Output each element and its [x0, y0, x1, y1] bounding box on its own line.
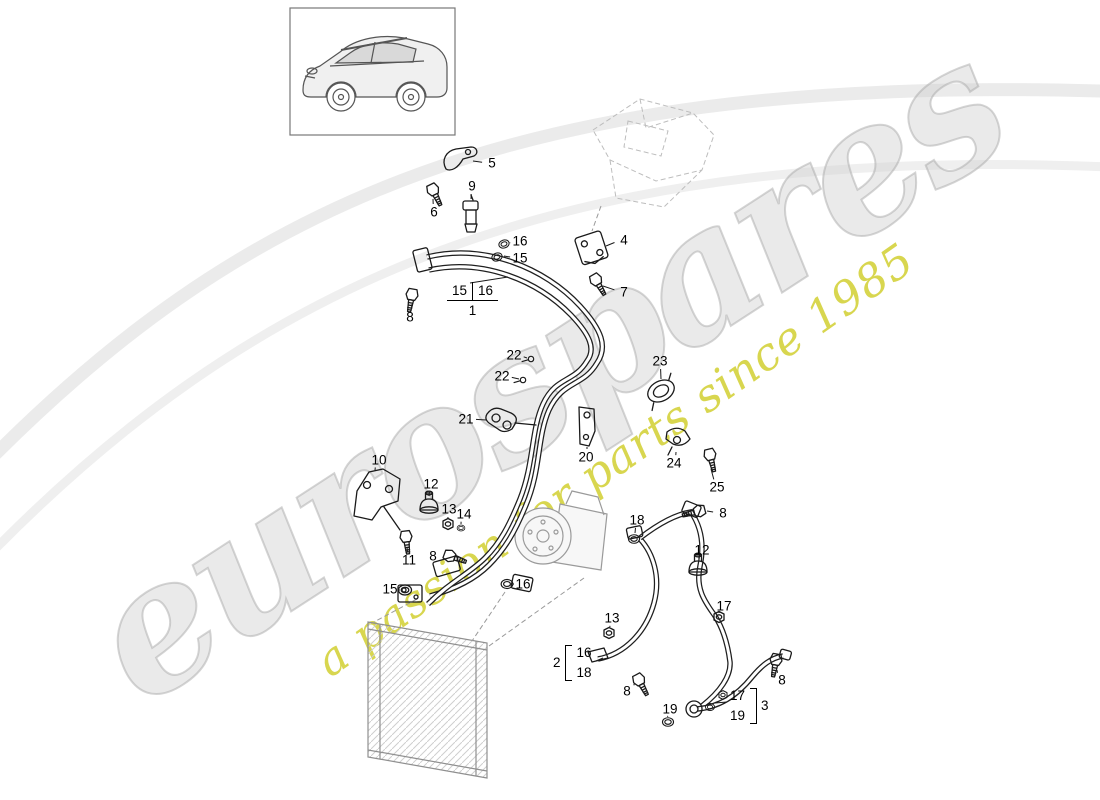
part-24-clamp [665, 427, 691, 456]
part-group-1-cells: 15 16 [447, 282, 499, 302]
part-label-8[interactable]: 8 [719, 505, 727, 521]
part-label-4[interactable]: 4 [620, 232, 628, 248]
nut-13-icon [442, 517, 454, 531]
vehicle-thumbnail[interactable] [289, 7, 456, 136]
part-group-3-cells: 17 19 [727, 686, 748, 726]
part-label-13[interactable]: 13 [441, 501, 457, 517]
line-2-outer [598, 539, 657, 659]
part-label-12[interactable]: 12 [423, 476, 439, 492]
nut-17-icon [718, 690, 728, 700]
part-label-8[interactable]: 8 [406, 309, 414, 325]
swoosh-curve [0, 159, 1100, 551]
leader-line [776, 669, 778, 673]
part-20-bracket [578, 406, 596, 447]
part-label-15[interactable]: 15 [452, 283, 468, 298]
part-5-clamp [443, 146, 478, 171]
part-label-22[interactable]: 22 [494, 368, 510, 384]
part-9-valve [462, 194, 479, 233]
compressor [514, 490, 608, 571]
part-label-25[interactable]: 25 [709, 479, 725, 495]
leader-line [602, 285, 615, 291]
part-4-bracket [574, 230, 609, 266]
part-10-bracket [353, 468, 401, 531]
part-label-5[interactable]: 5 [488, 155, 496, 171]
bolt-8-icon [441, 547, 469, 569]
part-label-18[interactable]: 18 [629, 512, 645, 528]
reference-dashes [373, 205, 602, 647]
part-label-20[interactable]: 20 [578, 449, 594, 465]
part-label-17[interactable]: 17 [716, 598, 732, 614]
screw-22-icon [513, 374, 528, 389]
part-group-1[interactable]: 15 16 1 [447, 282, 499, 319]
part-label-12[interactable]: 12 [694, 542, 710, 558]
part-label-7[interactable]: 7 [620, 284, 628, 300]
part-label-19[interactable]: 19 [730, 708, 746, 724]
line-2-inner [596, 537, 659, 661]
part-label-17[interactable]: 17 [730, 688, 746, 703]
part-label-10[interactable]: 10 [371, 452, 387, 468]
part-label-24[interactable]: 24 [666, 455, 682, 471]
oring-19-icon [661, 717, 675, 727]
part-label-19[interactable]: 19 [662, 701, 678, 717]
part-label-11[interactable]: 11 [401, 552, 417, 568]
part-label-1[interactable]: 1 [468, 303, 477, 319]
oring-16-icon [497, 238, 511, 250]
part-group-2-cells: 16 18 [574, 643, 595, 683]
part-label-8[interactable]: 8 [429, 548, 437, 564]
leader-line [472, 160, 483, 163]
part-label-8[interactable]: 8 [778, 672, 786, 688]
part-label-16[interactable]: 16 [515, 576, 531, 592]
part-label-14[interactable]: 14 [456, 506, 472, 522]
part-23-gasket [647, 372, 675, 412]
washer-14-icon [456, 524, 466, 532]
part-group-3[interactable]: 17 19 3 [727, 686, 771, 726]
part-label-9[interactable]: 9 [468, 178, 476, 194]
bolt-11-icon [398, 529, 415, 556]
leader-line [666, 715, 669, 718]
car-icon [302, 35, 448, 112]
part-label-16[interactable]: 16 [472, 282, 498, 301]
bracket-icon [750, 688, 758, 725]
bolt-7-icon [587, 271, 611, 299]
screw-22-icon [521, 353, 536, 368]
leader-line [406, 546, 408, 553]
part-label-13[interactable]: 13 [604, 610, 620, 626]
nut-13-icon [603, 626, 615, 640]
part-label-15[interactable]: 15 [382, 581, 398, 597]
part-label-8[interactable]: 8 [623, 683, 631, 699]
part-21-grommets [485, 407, 537, 433]
part-label-16[interactable]: 16 [512, 233, 528, 249]
part-label-23[interactable]: 23 [652, 353, 668, 369]
part-label-21[interactable]: 21 [458, 411, 474, 427]
part-label-3[interactable]: 3 [761, 698, 769, 714]
bracket-icon [564, 645, 572, 682]
leader-line [511, 376, 520, 380]
leader-line [634, 527, 636, 534]
swoosh-curve [0, 83, 1100, 459]
vehicle-frame-ghost [592, 98, 715, 208]
part-label-2[interactable]: 2 [553, 655, 561, 671]
part-label-15[interactable]: 15 [512, 250, 528, 266]
leader-lines [374, 160, 778, 718]
part-label-16[interactable]: 16 [576, 645, 592, 660]
leader-line [523, 356, 528, 359]
part-label-6[interactable]: 6 [430, 204, 438, 220]
part-group-2[interactable]: 2 16 18 [551, 643, 595, 683]
part-label-18[interactable]: 18 [576, 665, 592, 681]
leader-line [503, 255, 511, 258]
leader-line [411, 303, 413, 310]
refrigerant-lines [427, 253, 783, 709]
leader-line [706, 510, 714, 513]
leader-line [475, 418, 487, 421]
part-label-22[interactable]: 22 [506, 347, 522, 363]
leader-line [718, 611, 721, 614]
leader-line [605, 242, 615, 247]
condenser [367, 621, 488, 779]
leader-line [710, 468, 715, 480]
oring-15-icon [397, 584, 413, 596]
parts-linework [353, 146, 793, 727]
